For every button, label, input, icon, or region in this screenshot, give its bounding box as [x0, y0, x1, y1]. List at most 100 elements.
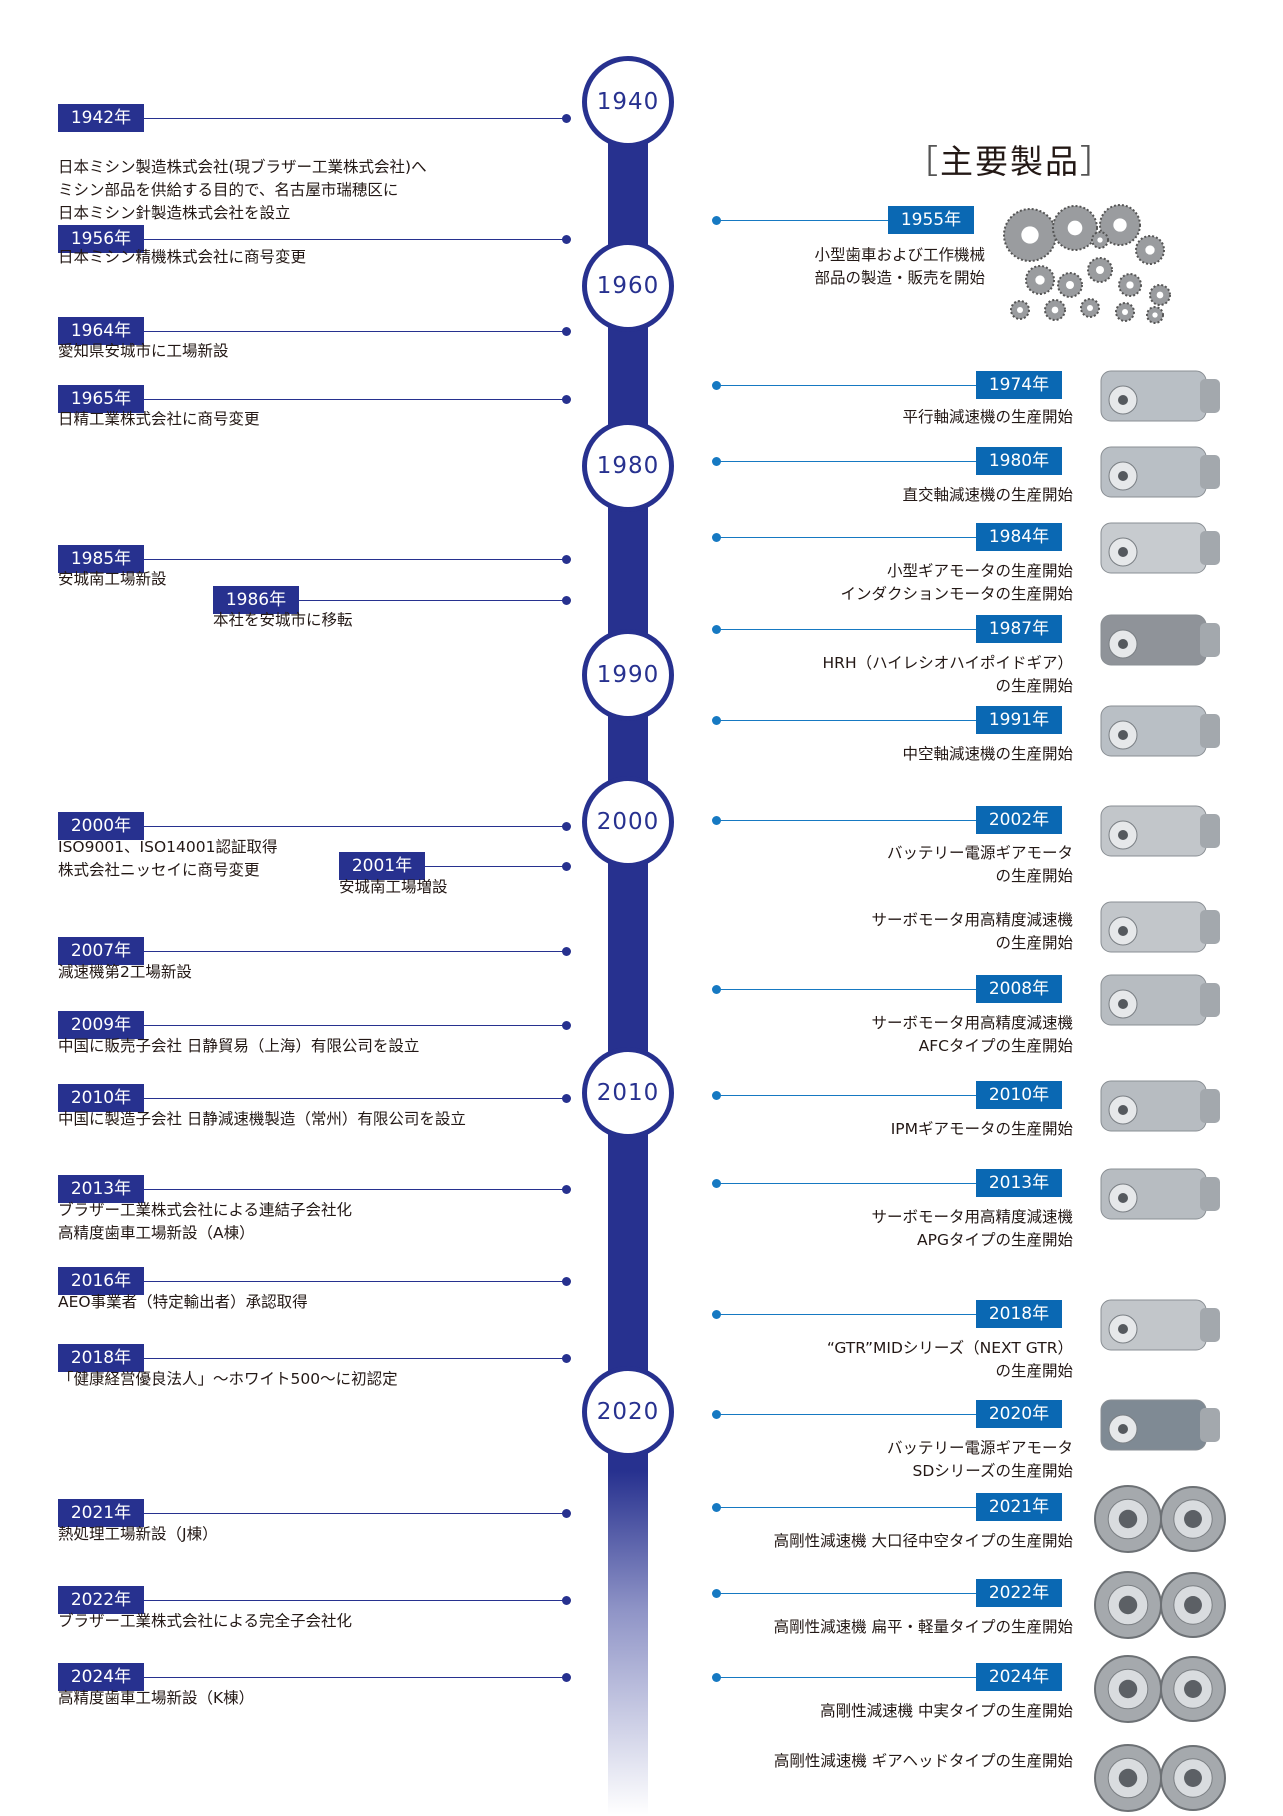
- afc-reducer-image: [1100, 974, 1220, 1026]
- connector-line: [716, 1507, 976, 1508]
- event-description: 日本ミシン精機株式会社に商号変更: [58, 248, 307, 266]
- connector-line: [716, 1414, 976, 1415]
- ipm-gearmotor-image: [1100, 1080, 1220, 1132]
- connector-line: [144, 239, 566, 240]
- hollow-shaft-reducer-image: [1100, 705, 1220, 757]
- year-badge: 2000年: [58, 812, 144, 840]
- year-badge: 1986年: [213, 586, 299, 614]
- products-heading-text: 主要製品: [940, 142, 1080, 181]
- connector-dot: [712, 985, 721, 994]
- connector-dot: [712, 533, 721, 542]
- event-description: 中国に販売子会社 日静貿易（上海）有限公司を設立: [58, 1037, 420, 1055]
- connector-line: [144, 399, 566, 400]
- connector-line: [144, 1189, 566, 1190]
- flat-reducer-image: [1094, 1571, 1226, 1639]
- connector-dot: [562, 596, 571, 605]
- connector-dot: [562, 822, 571, 831]
- product-description: 高剛性減速機 中実タイプの生産開始: [820, 1702, 1073, 1720]
- product-description: 中空軸減速機の生産開始: [902, 745, 1073, 763]
- connector-line: [716, 629, 976, 630]
- connector-line: [716, 1095, 976, 1096]
- product-description: IPMギアモータの生産開始: [890, 1120, 1073, 1138]
- product-description: 小型歯車および工作機械 部品の製造・販売を開始: [814, 246, 985, 287]
- connector-dot: [562, 862, 571, 871]
- event-description: 中国に製造子会社 日静減速機製造（常州）有限公司を設立: [58, 1110, 466, 1128]
- gtr-mid-image: [1100, 1299, 1220, 1351]
- connector-line: [144, 1513, 566, 1514]
- connector-line: [425, 866, 566, 867]
- event-description: ブラザー工業株式会社による完全子会社化: [58, 1612, 353, 1630]
- year-badge: 2002年: [976, 806, 1062, 834]
- connector-dot: [712, 1310, 721, 1319]
- connector-line: [716, 1677, 976, 1678]
- year-badge: 1984年: [976, 523, 1062, 551]
- decade-1980: 1980: [582, 420, 674, 512]
- connector-line: [716, 1314, 976, 1315]
- product-description: 平行軸減速機の生産開始: [902, 408, 1073, 426]
- product-description: サーボモータ用高精度減速機 の生産開始: [871, 911, 1073, 952]
- connector-line: [144, 331, 566, 332]
- connector-dot: [562, 1354, 571, 1363]
- product-description: バッテリー電源ギアモータ SDシリーズの生産開始: [886, 1439, 1073, 1480]
- event-description: ブラザー工業株式会社による連結子会社化 高精度歯車工場新設（A棟）: [58, 1201, 353, 1242]
- timeline-axis: [608, 95, 648, 1815]
- year-badge: 2018年: [976, 1300, 1062, 1328]
- product-description: HRH（ハイレシオハイポイドギア） の生産開始: [822, 654, 1073, 695]
- connector-dot: [712, 457, 721, 466]
- connector-dot: [562, 1094, 571, 1103]
- connector-line: [144, 1098, 566, 1099]
- year-badge: 2024年: [976, 1663, 1062, 1691]
- connector-dot: [562, 1185, 571, 1194]
- product-description: 小型ギアモータの生産開始 インダクションモータの生産開始: [840, 562, 1073, 603]
- connector-line: [716, 385, 976, 386]
- year-badge: 2022年: [58, 1586, 144, 1614]
- event-description: 日精工業株式会社に商号変更: [58, 410, 260, 428]
- connector-dot: [562, 1509, 571, 1518]
- connector-dot: [712, 381, 721, 390]
- year-badge: 2010年: [976, 1081, 1062, 1109]
- event-description: 安城南工場新設: [58, 570, 167, 588]
- connector-dot: [712, 216, 721, 225]
- product-description: 直交軸減速機の生産開始: [902, 486, 1073, 504]
- event-description: 本社を安城市に移転: [213, 611, 353, 629]
- year-badge: 1987年: [976, 615, 1062, 643]
- gears-image: [1003, 204, 1171, 324]
- event-description: ISO9001、ISO14001認証取得 株式会社ニッセイに商号変更: [58, 838, 278, 879]
- year-badge: 2022年: [976, 1579, 1062, 1607]
- year-badge: 1955年: [888, 206, 974, 234]
- connector-dot: [562, 1673, 571, 1682]
- connector-line: [716, 820, 976, 821]
- year-badge: 1974年: [976, 371, 1062, 399]
- connector-line: [716, 1183, 976, 1184]
- year-badge: 2020年: [976, 1400, 1062, 1428]
- year-badge: 2013年: [58, 1175, 144, 1203]
- year-badge: 2018年: [58, 1344, 144, 1372]
- connector-dot: [712, 716, 721, 725]
- event-description: 熱処理工場新設（J棟）: [58, 1525, 218, 1543]
- year-badge: 2021年: [58, 1499, 144, 1527]
- connector-line: [144, 1358, 566, 1359]
- induction-motor-image: [1100, 522, 1220, 574]
- event-description: 安城南工場増設: [339, 878, 448, 896]
- solid-reducer-image: [1094, 1655, 1226, 1723]
- product-description: サーボモータ用高精度減速機 AFCタイプの生産開始: [871, 1014, 1073, 1055]
- year-badge: 1991年: [976, 706, 1062, 734]
- products-heading: ［主要製品］: [905, 142, 1115, 181]
- year-badge: 2010年: [58, 1084, 144, 1112]
- connector-line: [716, 220, 888, 221]
- year-badge: 1956年: [58, 225, 144, 253]
- connector-dot: [562, 1021, 571, 1030]
- connector-dot: [712, 1410, 721, 1419]
- decade-1940: 1940: [582, 56, 674, 148]
- connector-line: [716, 1593, 976, 1594]
- year-badge: 2007年: [58, 937, 144, 965]
- connector-line: [716, 989, 976, 990]
- product-description: 高剛性減速機 大口径中空タイプの生産開始: [773, 1532, 1073, 1550]
- connector-dot: [712, 1179, 721, 1188]
- connector-line: [144, 1677, 566, 1678]
- connector-dot: [562, 1277, 571, 1286]
- connector-dot: [712, 1589, 721, 1598]
- decade-1990: 1990: [582, 629, 674, 721]
- connector-dot: [562, 947, 571, 956]
- connector-line: [144, 559, 566, 560]
